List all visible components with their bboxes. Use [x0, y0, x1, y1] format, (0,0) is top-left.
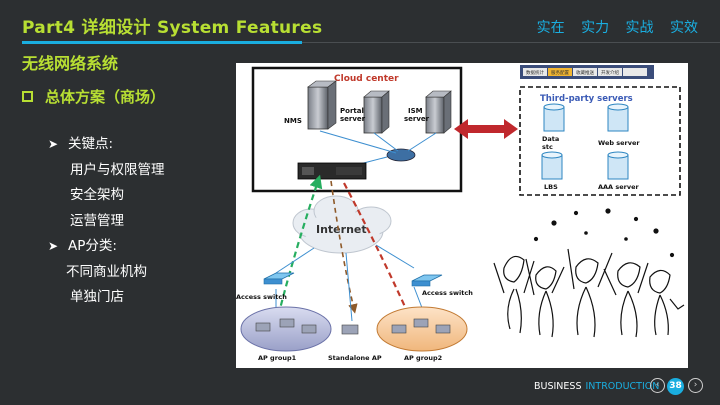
section-heading: 总体方案（商场） — [22, 86, 165, 107]
svg-text:收藏推送: 收藏推送 — [576, 69, 594, 76]
svg-text:AP group2: AP group2 — [404, 354, 442, 362]
slogan-item: 实在 — [536, 20, 565, 36]
router-icon — [386, 148, 416, 162]
footer-brand: BUSINESS INTRODUCTION — [534, 381, 659, 392]
svg-text:Data: Data — [542, 135, 559, 143]
svg-text:Third-party servers: Third-party servers — [540, 94, 633, 104]
slogan: 实在 实力 实战 实效 — [525, 17, 698, 37]
svg-text:Web server: Web server — [598, 139, 640, 147]
ap-label: AP分类: — [68, 238, 117, 254]
svg-text:服务配置: 服务配置 — [551, 69, 569, 76]
svg-text:stc: stc — [542, 143, 553, 151]
list-item: ➤ AP分类: — [48, 234, 165, 260]
access-point-icon — [391, 318, 451, 334]
aaa-server-icon — [607, 151, 629, 180]
header-title: Part4 详细设计 System Features — [22, 18, 323, 38]
svg-text:Internet: Internet — [316, 223, 367, 236]
arrow-right-icon: ➤ — [48, 239, 59, 253]
svg-text:Portal: Portal — [340, 107, 364, 115]
svg-text:Access switch: Access switch — [236, 293, 287, 301]
chevron-right-icon[interactable]: › — [688, 378, 703, 393]
svg-text:开发介绍: 开发介绍 — [601, 69, 619, 76]
page-subtitle: 无线网络系统 — [22, 54, 119, 73]
key-points-label: 关键点: — [68, 136, 114, 152]
svg-text:数据统计: 数据统计 — [526, 69, 544, 76]
svg-text:server: server — [340, 115, 366, 123]
svg-text:Standalone AP: Standalone AP — [328, 354, 382, 362]
party-crowd-illustration — [493, 208, 685, 338]
bidirectional-arrow-icon — [454, 119, 518, 139]
database-icon — [543, 103, 565, 132]
list-item: ➤ 关键点: — [48, 132, 165, 158]
svg-text:AP group1: AP group1 — [258, 354, 297, 362]
nms-server-icon — [307, 80, 337, 130]
footer-introduction: INTRODUCTION — [585, 381, 660, 392]
svg-text:LBS: LBS — [544, 183, 558, 191]
slogan-item: 实战 — [625, 20, 654, 36]
svg-text:server: server — [404, 115, 430, 123]
slogan-item: 实力 — [581, 20, 610, 36]
arrow-right-icon: ➤ — [48, 137, 59, 151]
access-switch-left-icon — [263, 272, 295, 285]
section-title: 总体方案（商场） — [45, 88, 166, 106]
list-item: 单独门店 — [70, 289, 124, 305]
top-tab-bar: 数据统计 服务配置 收藏推送 开发介绍 — [520, 65, 654, 79]
bullet-list: ➤ 关键点: 用户与权限管理 安全架构 运营管理 ➤ AP分类: 不同商业机构 单独… — [48, 132, 165, 311]
page-number: 38 — [667, 378, 684, 395]
svg-text:Access switch: Access switch — [422, 289, 473, 297]
svg-text:AAA server: AAA server — [598, 183, 639, 191]
slogan-item: 实效 — [670, 20, 698, 36]
cloud-center-label: Cloud center — [334, 74, 399, 84]
access-point-icon — [255, 318, 317, 334]
list-item: 安全架构 — [70, 187, 124, 203]
svg-text:NMS: NMS — [284, 117, 302, 125]
header-divider — [302, 42, 720, 43]
ap-group2-ellipse — [376, 306, 468, 352]
footer-business: BUSINESS — [534, 381, 582, 392]
list-item: 不同商业机构 — [66, 263, 147, 280]
checkbox-square-icon — [22, 91, 33, 102]
list-item: 运营管理 — [70, 212, 124, 229]
svg-text:ISM: ISM — [408, 107, 423, 115]
standalone-ap-icon — [341, 324, 359, 335]
web-server-icon — [607, 103, 629, 132]
ism-server-icon — [425, 90, 452, 134]
portal-server-icon — [363, 90, 390, 134]
list-item: 用户与权限管理 — [70, 161, 165, 178]
ap-group1-ellipse — [240, 306, 332, 352]
lbs-server-icon — [541, 151, 563, 180]
access-switch-right-icon — [411, 274, 443, 287]
controller-icon — [297, 162, 367, 180]
chevron-left-icon[interactable]: ‹ — [650, 378, 665, 393]
network-diagram: 数据统计 服务配置 收藏推送 开发介绍 Cloud center NMS Por… — [236, 63, 688, 368]
header-underline — [22, 41, 302, 44]
